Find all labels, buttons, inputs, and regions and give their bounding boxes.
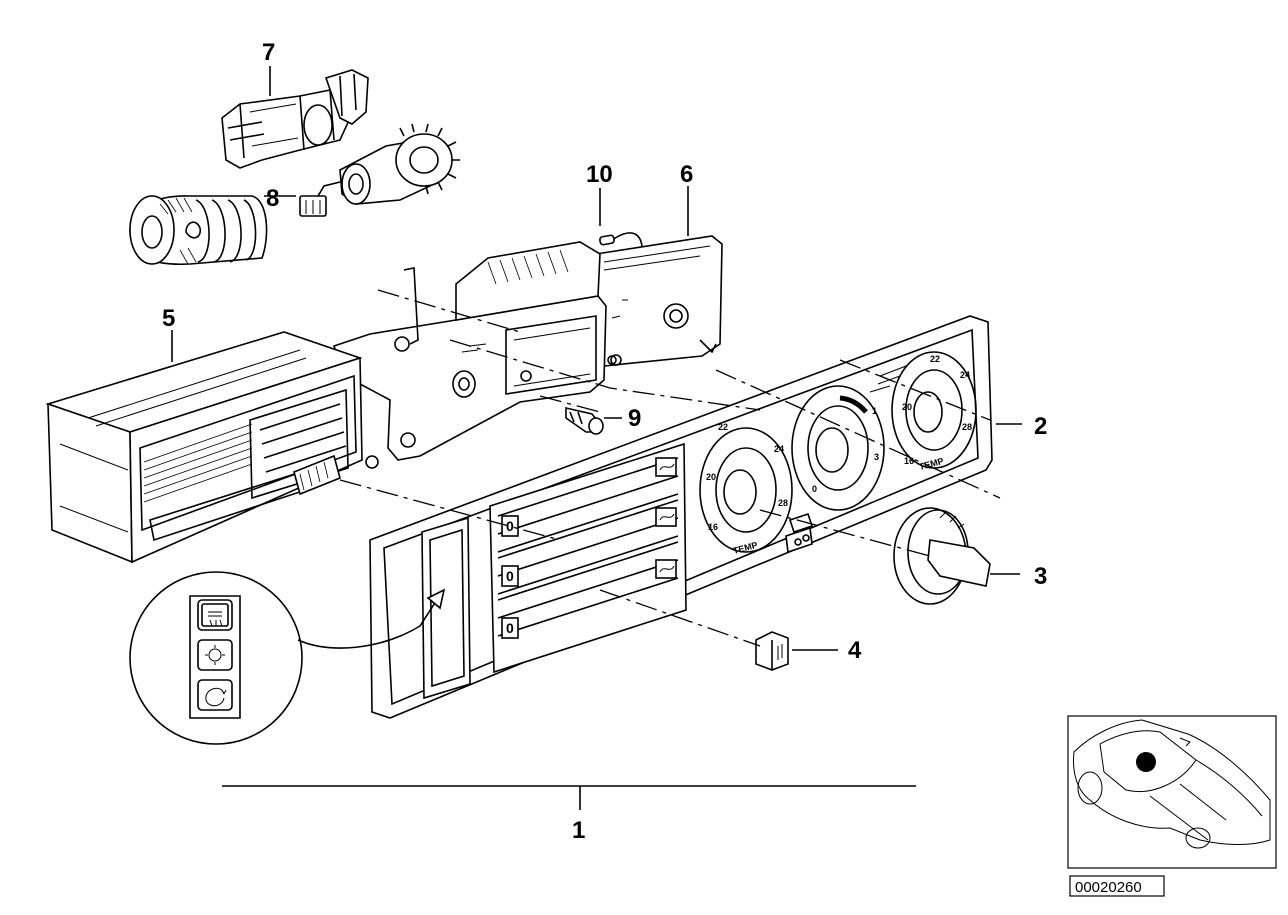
slider-label-top: 0 xyxy=(506,518,514,534)
callout-1: 1 xyxy=(572,817,585,844)
recirc-icon-cluster xyxy=(785,526,813,554)
part-7-actuator-motor xyxy=(221,69,369,169)
recirculation-button xyxy=(197,679,233,711)
slider-label-bottom: 0 xyxy=(506,620,514,636)
ac-button xyxy=(197,639,233,671)
reference-code: 00020260 xyxy=(1075,879,1142,896)
callout-8: 8 xyxy=(266,185,279,212)
callout-9: 9 xyxy=(628,405,641,432)
right-dial-22: 22 xyxy=(930,354,940,364)
component-location-marker xyxy=(1136,752,1156,772)
rear-defrost-button xyxy=(197,599,233,631)
callout-3: 3 xyxy=(1034,563,1047,590)
alignment-lines xyxy=(339,289,1001,647)
slider-knob-middle xyxy=(501,565,519,587)
leader-lines xyxy=(171,66,1022,810)
housing-bracket xyxy=(332,241,617,461)
left-dial-16: 16 xyxy=(708,522,718,532)
part-2-front-panel: 0 0 0 22 20 16 24 28 TEMP 0 1 3 22 20 16… xyxy=(369,315,993,719)
right-dial-16: 16 xyxy=(904,456,914,466)
callout-4: 4 xyxy=(848,637,862,664)
defrost-icon xyxy=(788,512,814,534)
part-4-button-cap xyxy=(755,631,789,671)
right-dial-28: 28 xyxy=(962,422,972,432)
right-dial-20: 20 xyxy=(902,402,912,412)
fan-dial-1: 1 xyxy=(872,406,877,416)
car-locator-thumbnail xyxy=(1067,715,1277,869)
reference-code-box: 00020260 xyxy=(1069,875,1165,897)
left-dial-22: 22 xyxy=(718,422,728,432)
callout-7: 7 xyxy=(262,39,275,66)
left-dial-20: 20 xyxy=(706,472,716,482)
part-8-drum-spring xyxy=(129,195,268,266)
part-9-bulb xyxy=(565,406,604,435)
slider-knob-bottom xyxy=(501,617,519,639)
callout-2: 2 xyxy=(1034,413,1047,440)
fan-dial-0: 0 xyxy=(812,484,817,494)
callout-10: 10 xyxy=(586,161,613,188)
slider-label-middle: 0 xyxy=(506,568,514,584)
button-detail-inset xyxy=(129,571,446,745)
left-dial-24: 24 xyxy=(774,444,784,454)
callout-6: 6 xyxy=(680,161,693,188)
part-5-control-unit xyxy=(45,331,379,564)
callout-5: 5 xyxy=(162,305,175,332)
fan-dial-3: 3 xyxy=(874,452,879,462)
left-dial-28: 28 xyxy=(778,498,788,508)
part-6-circuit-board xyxy=(595,232,723,367)
slider-knob-top xyxy=(501,515,519,537)
part-8-gear-motor xyxy=(299,123,460,217)
part-3-knob xyxy=(893,507,991,605)
left-temp-dial xyxy=(699,427,793,553)
right-dial-24: 24 xyxy=(960,370,970,380)
fan-speed-dial xyxy=(791,385,885,511)
part-10-wire xyxy=(611,232,643,247)
callout-labels: 7 8 10 6 5 9 2 3 4 1 xyxy=(162,39,1047,844)
